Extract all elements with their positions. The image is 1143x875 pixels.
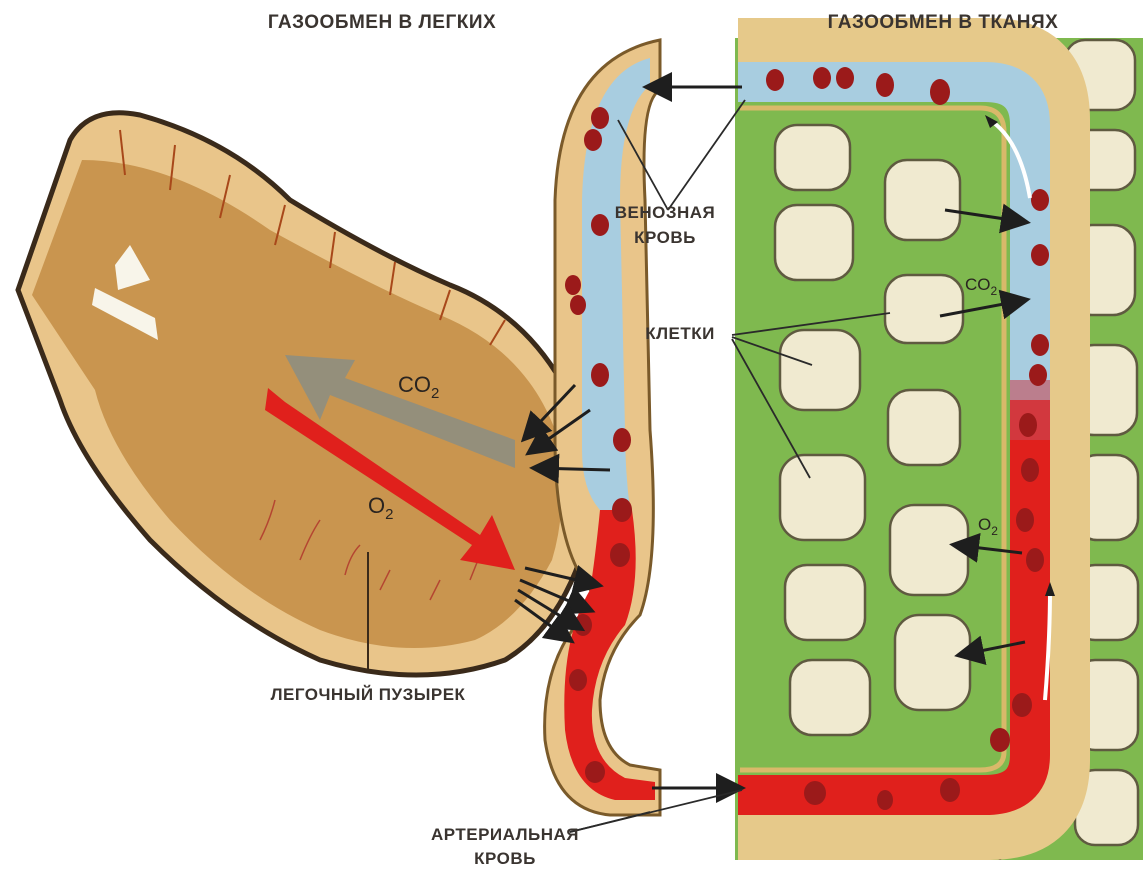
title-lungs: ГАЗООБМЕН В ЛЕГКИХ — [268, 12, 496, 33]
venous-blood-label-2: КРОВЬ — [634, 228, 696, 247]
tissue-cell — [780, 330, 860, 410]
arterial-blood-label-1: АРТЕРИАЛЬНАЯ — [431, 825, 579, 844]
tissue-cell — [885, 160, 960, 240]
lung-capillary — [545, 40, 660, 815]
tissue-cell — [890, 505, 968, 595]
tissue-cell — [785, 565, 865, 640]
tissue-cell — [790, 660, 870, 735]
tissue-cell — [895, 615, 970, 710]
alveolus: CO2 O2 — [18, 113, 590, 675]
tissue-cell — [885, 275, 963, 343]
cells-label: КЛЕТКИ — [645, 324, 715, 343]
alveolus-label: ЛЕГОЧНЫЙ ПУЗЫРЕК — [271, 685, 466, 704]
tissue-cell — [780, 455, 865, 540]
title-tissues: ГАЗООБМЕН В ТКАНЯХ — [828, 12, 1059, 33]
tissue-cell — [775, 205, 853, 280]
venous-blood-label-1: ВЕНОЗНАЯ — [615, 203, 716, 222]
tissue-cell — [775, 125, 850, 190]
arterial-blood-label-2: КРОВЬ — [474, 849, 536, 868]
tissue-cell — [888, 390, 960, 465]
